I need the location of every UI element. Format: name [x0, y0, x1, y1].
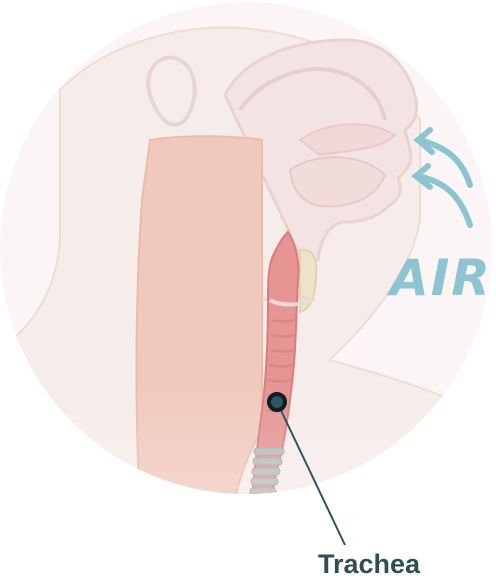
- callout-dot: [269, 394, 285, 410]
- trachea-label: Trachea: [318, 549, 421, 579]
- air-label: AIR: [386, 249, 492, 307]
